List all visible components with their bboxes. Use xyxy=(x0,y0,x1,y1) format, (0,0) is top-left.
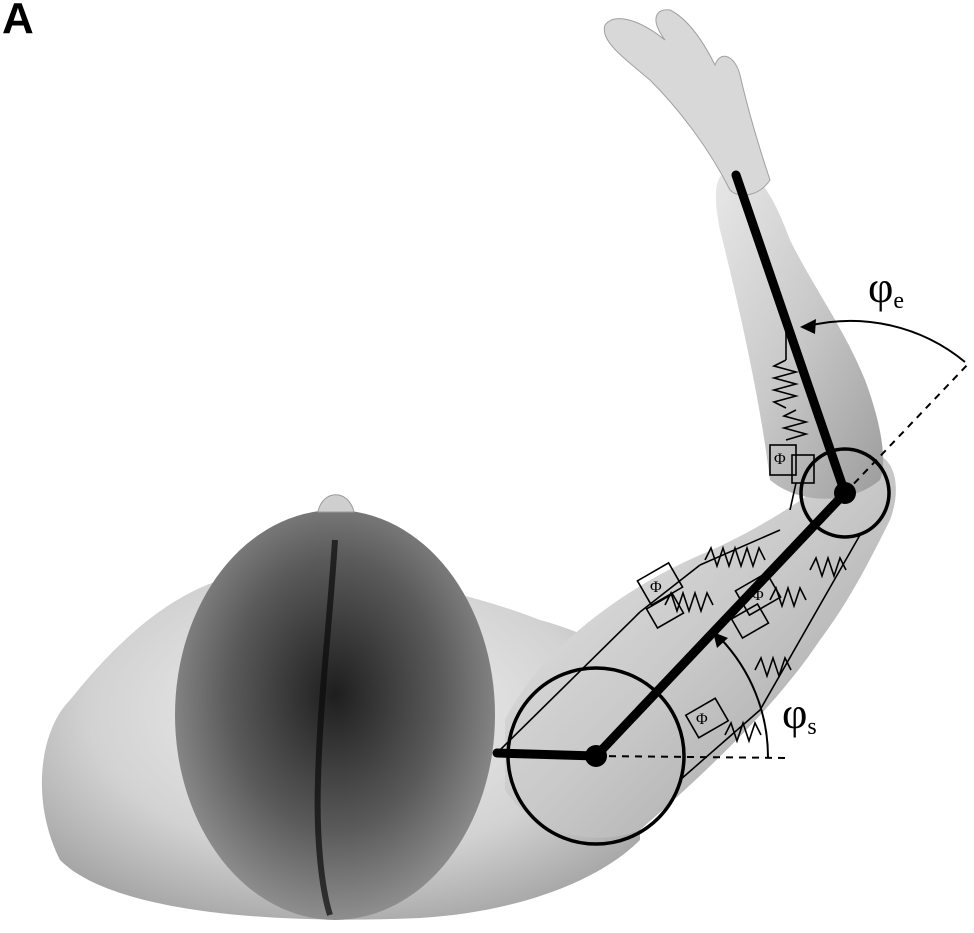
actuator-icon: Φ xyxy=(696,711,708,728)
panel-letter: A xyxy=(2,0,34,44)
actuator-icon: Φ xyxy=(774,451,786,468)
body-silhouette xyxy=(42,10,896,920)
forearm xyxy=(716,168,883,499)
hand xyxy=(604,10,770,195)
actuator-icon: Φ xyxy=(650,579,662,596)
elbow-angle-label: φe xyxy=(868,263,904,314)
elbow-joint xyxy=(834,482,856,504)
shoulder-angle-label: φs xyxy=(782,689,817,740)
nose xyxy=(318,495,354,512)
shoulder-girdle-segment xyxy=(497,753,596,756)
shoulder-joint xyxy=(585,745,607,767)
